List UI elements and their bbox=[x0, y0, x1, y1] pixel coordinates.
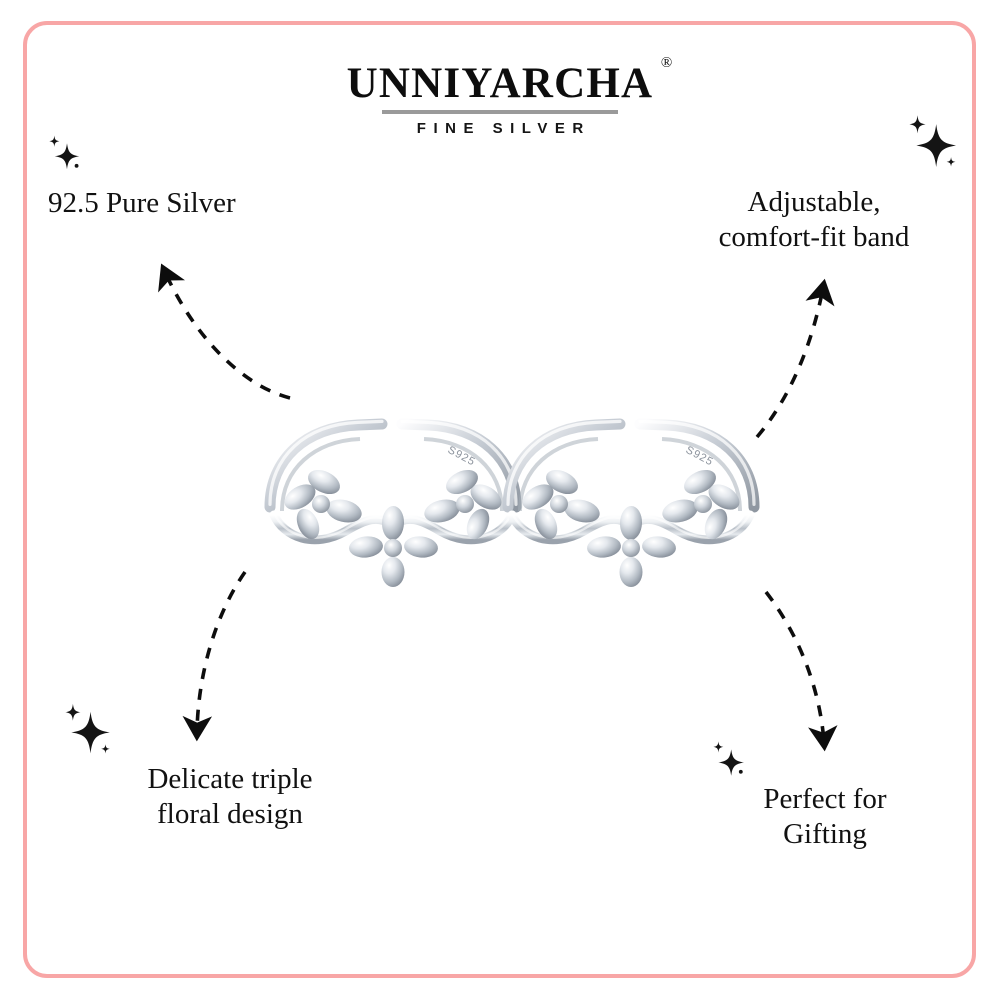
sparkle-icon bbox=[58, 700, 122, 769]
feature-label-purity: 92.5 Pure Silver bbox=[48, 186, 378, 221]
sparkle-icon bbox=[44, 134, 90, 185]
ring-right: S925 bbox=[508, 421, 754, 587]
logo-divider-rule bbox=[382, 110, 618, 114]
ring-left: S925 bbox=[270, 421, 516, 587]
product-image-toe-ring-pair: S925 S925 bbox=[240, 405, 780, 615]
feature-label-band-text: Adjustable, comfort-fit band bbox=[718, 186, 910, 254]
registered-trademark-icon: ® bbox=[660, 55, 673, 71]
feature-label-gifting-text: Perfect for Gifting bbox=[763, 783, 887, 851]
brand-wordmark: UNNIYARCHA ® bbox=[346, 56, 673, 107]
feature-label-band: Adjustable, comfort-fit band bbox=[660, 185, 968, 256]
arrow-to-design bbox=[182, 570, 247, 742]
feature-label-design-text: Delicate triple floral design bbox=[147, 763, 313, 831]
feature-label-purity-text: 92.5 Pure Silver bbox=[48, 187, 236, 219]
brand-logo: UNNIYARCHA ® FINE SILVER bbox=[0, 56, 1000, 138]
brand-wordmark-text: UNNIYARCHA bbox=[346, 60, 654, 107]
brand-tagline: FINE SILVER bbox=[416, 120, 591, 137]
sparkle-icon bbox=[708, 739, 756, 792]
arrow-to-purity bbox=[158, 263, 291, 400]
feature-label-design: Delicate triple floral design bbox=[95, 762, 365, 833]
sparkle-icon bbox=[901, 112, 967, 183]
feature-label-gifting: Perfect for Gifting bbox=[700, 782, 950, 853]
